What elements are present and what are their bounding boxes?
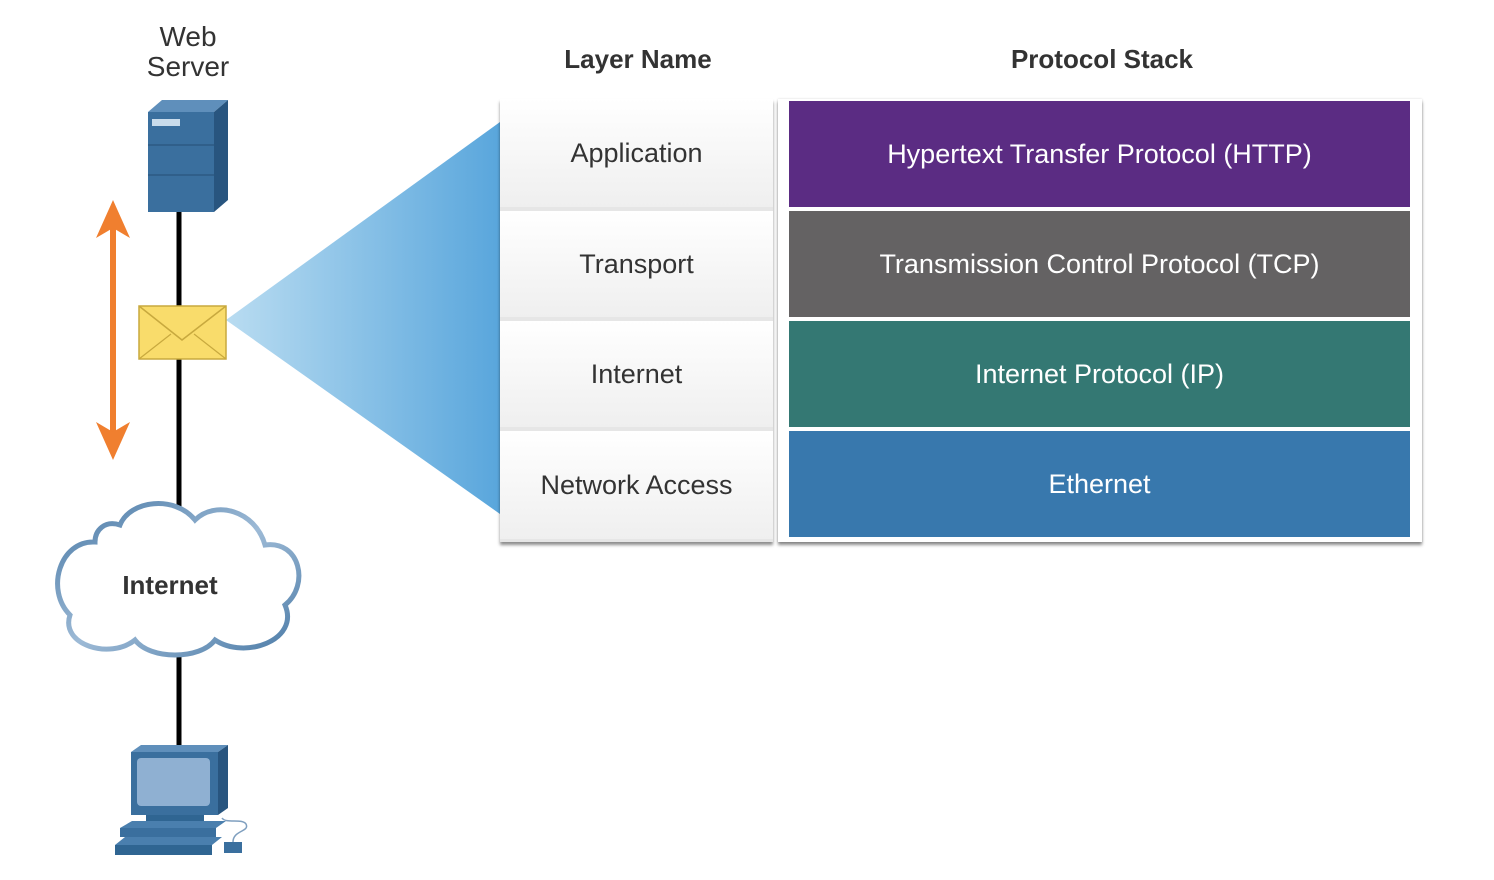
layer-cell-transport: Transport bbox=[500, 211, 773, 317]
web-server-label: Web Server bbox=[118, 22, 258, 82]
double-arrow-icon bbox=[96, 200, 130, 460]
protocol-stack-column: Hypertext Transfer Protocol (HTTP) Trans… bbox=[778, 99, 1422, 542]
layer-cell-application: Application bbox=[500, 99, 773, 207]
web-server-label-line2: Server bbox=[146, 51, 230, 82]
protocol-cell-tcp: Transmission Control Protocol (TCP) bbox=[789, 211, 1410, 317]
protocol-cell-ethernet: Ethernet bbox=[789, 431, 1410, 537]
envelope-icon bbox=[138, 305, 227, 360]
layer-name-header: Layer Name bbox=[564, 44, 712, 74]
web-server-label-line1: Web bbox=[159, 21, 217, 52]
layer-cell-internet: Internet bbox=[500, 321, 773, 427]
protocol-stack-header: Protocol Stack bbox=[1010, 44, 1194, 74]
zoom-beam bbox=[226, 122, 500, 514]
layer-cell-network-access: Network Access bbox=[500, 431, 773, 539]
internet-cloud-label: Internet bbox=[122, 570, 218, 600]
layer-name-column: Application Transport Internet Network A… bbox=[500, 99, 773, 542]
server-icon bbox=[148, 100, 228, 212]
protocol-cell-ip: Internet Protocol (IP) bbox=[789, 321, 1410, 427]
computer-icon bbox=[115, 745, 248, 855]
protocol-cell-http: Hypertext Transfer Protocol (HTTP) bbox=[789, 101, 1410, 207]
cloud-icon bbox=[55, 501, 302, 658]
